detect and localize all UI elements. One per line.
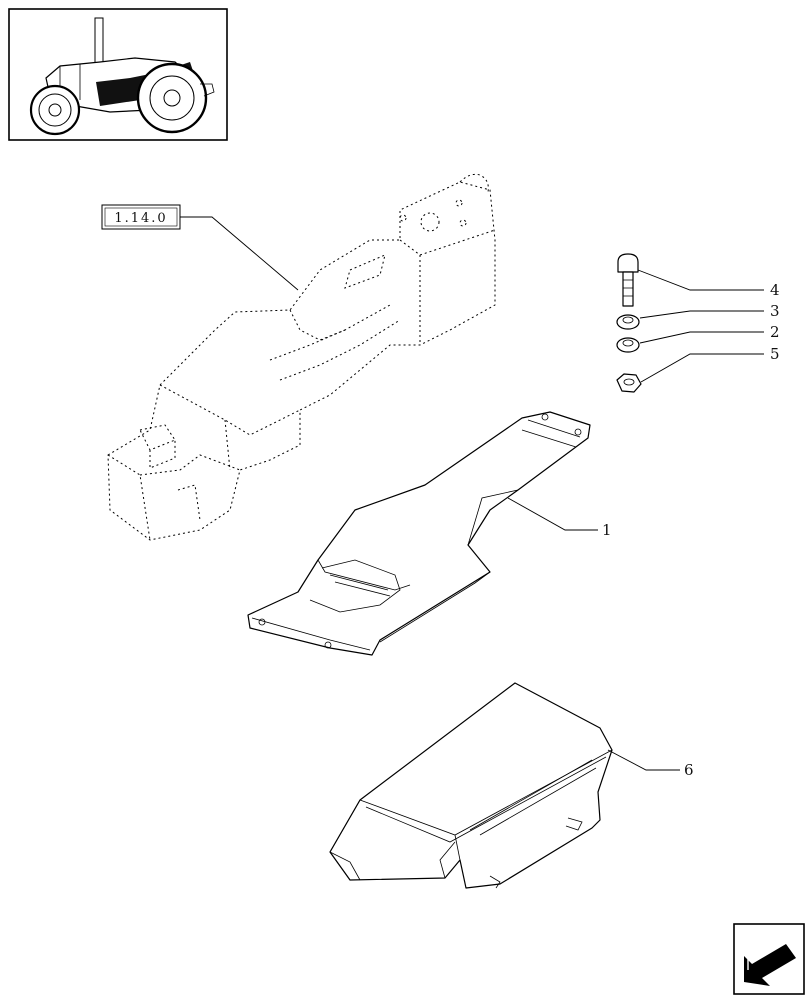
callout-5-leader bbox=[640, 353, 764, 383]
reference-label: 1.14.0 bbox=[114, 211, 167, 226]
callout-2[interactable]: 2 bbox=[770, 323, 780, 341]
callout-4[interactable]: 4 bbox=[770, 281, 780, 299]
reference-label-box[interactable]: 1.14.0 bbox=[101, 204, 181, 230]
part-3-washer bbox=[616, 314, 640, 330]
callout-4-leader bbox=[637, 269, 764, 291]
part-2-washer bbox=[616, 337, 640, 353]
part-5-nut bbox=[616, 373, 642, 393]
callout-1[interactable]: 1 bbox=[602, 521, 612, 539]
reference-assembly-outline bbox=[107, 173, 496, 541]
reference-leader bbox=[180, 216, 299, 291]
callout-2-leader bbox=[639, 331, 764, 344]
callout-6[interactable]: 6 bbox=[684, 761, 694, 779]
callout-5[interactable]: 5 bbox=[770, 345, 780, 363]
next-page-arrow-icon[interactable] bbox=[733, 923, 805, 995]
part-1-cover-plate bbox=[247, 411, 591, 656]
part-6-shield bbox=[329, 682, 613, 889]
callout-6-leader bbox=[607, 749, 680, 771]
callout-3[interactable]: 3 bbox=[770, 302, 780, 320]
part-4-bolt bbox=[617, 253, 639, 307]
callout-3-leader bbox=[639, 310, 764, 319]
callout-1-leader bbox=[507, 497, 598, 531]
tractor-thumbnail-icon bbox=[8, 8, 228, 141]
